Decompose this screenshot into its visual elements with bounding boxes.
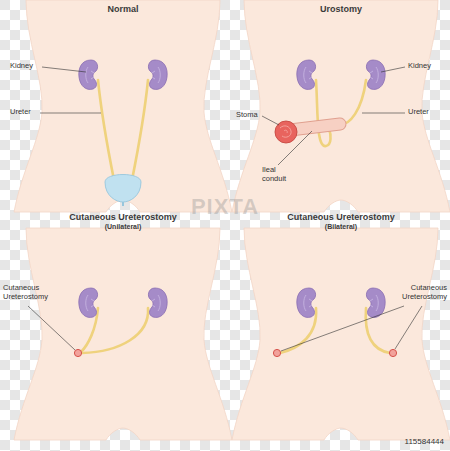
kidney xyxy=(366,288,385,317)
part-label: Cutaneous Ureterostomy xyxy=(395,284,447,301)
kidney xyxy=(297,288,316,317)
watermark: PIXTA xyxy=(165,194,285,219)
panel-subtitle: (Unilateral) xyxy=(73,223,173,231)
part-label: Kidney xyxy=(408,62,446,71)
body-outline xyxy=(232,0,450,212)
kidney xyxy=(297,60,316,89)
urethra xyxy=(122,202,124,206)
body-outline xyxy=(232,228,450,440)
panel-title: Cutaneous Ureterostomy xyxy=(33,212,213,222)
bladder xyxy=(105,175,141,203)
part-label: Stoma xyxy=(236,111,262,120)
part-label: Ileal conduit xyxy=(262,166,296,183)
part-label: Kidney xyxy=(10,62,44,71)
image-id: 115584444 xyxy=(366,437,444,446)
skin-opening xyxy=(273,349,280,356)
panel-subtitle: (Bilateral) xyxy=(291,223,391,231)
part-label: Cutaneous Ureterostomy xyxy=(3,284,55,301)
leader-lines xyxy=(28,67,422,351)
kidney xyxy=(79,288,98,317)
kidney xyxy=(366,60,385,89)
skin-opening xyxy=(389,349,396,356)
ileal-conduit xyxy=(290,124,340,130)
part-label: Ureter xyxy=(10,108,44,117)
stoma-detail xyxy=(280,126,291,137)
ileal-conduit xyxy=(290,124,340,130)
part-label: Ureter xyxy=(408,108,446,117)
panel-title: Normal xyxy=(73,4,173,14)
skin-opening xyxy=(74,349,81,356)
panel-title: Urostomy xyxy=(291,4,391,14)
kidney xyxy=(148,288,167,317)
kidney xyxy=(148,60,167,89)
panel-title: Cutaneous Ureterostomy xyxy=(251,212,431,222)
body-outline xyxy=(14,228,232,440)
body-outline xyxy=(14,0,232,212)
kidney xyxy=(79,60,98,89)
